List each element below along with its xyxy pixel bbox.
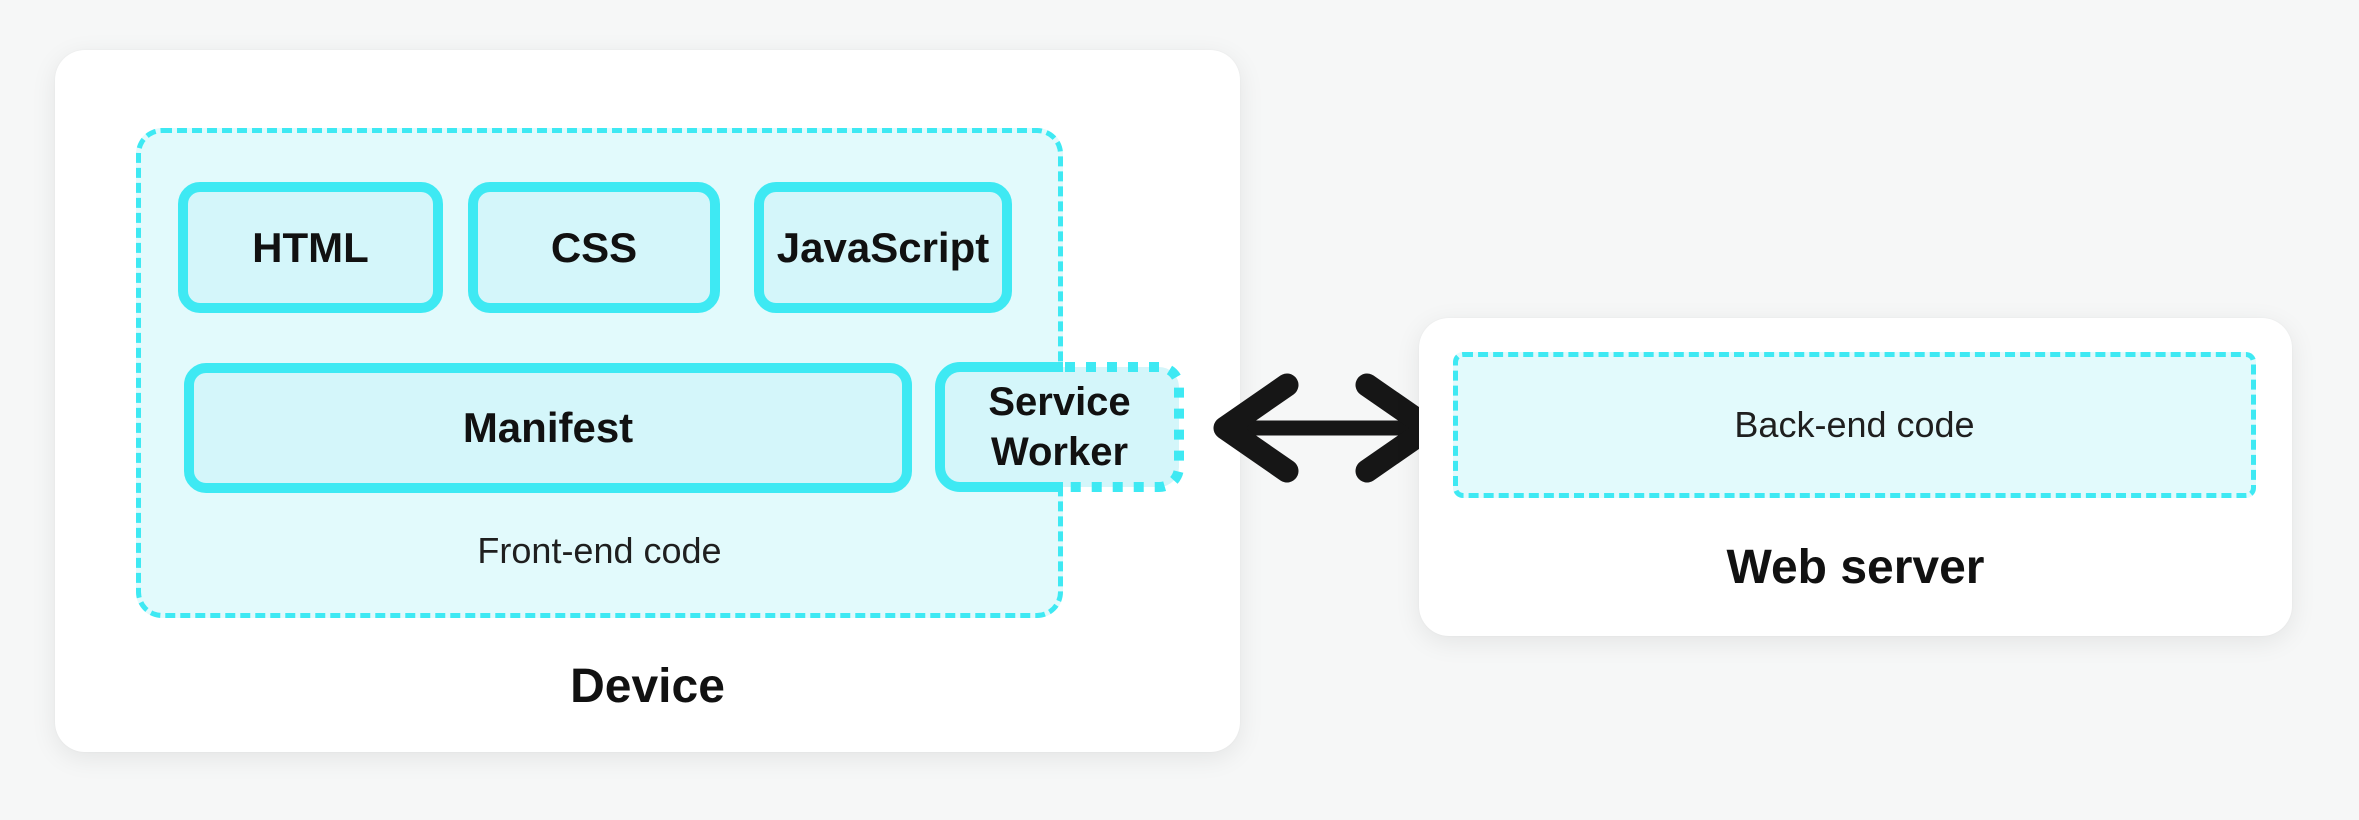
web-server-card: Back-end code Web server [1419, 318, 2292, 636]
frontend-code-container: HTML CSS JavaScript Manifest [136, 128, 1184, 618]
css-box-label: CSS [550, 223, 638, 271]
html-box: HTML [178, 182, 443, 313]
html-box-label: HTML [252, 223, 369, 271]
javascript-box: JavaScript [754, 182, 1012, 313]
web-server-label: Web server [1726, 541, 1985, 594]
service-worker-outline [935, 362, 1184, 492]
service-worker-box: Service Worker [935, 362, 1184, 492]
device-label: Device [570, 660, 725, 713]
manifest-box-label: Manifest [462, 404, 634, 451]
css-box: CSS [468, 182, 720, 313]
backend-code-container: Back-end code [1453, 352, 2256, 498]
service-worker-box-label: Service Worker [988, 380, 1131, 474]
manifest-box: Manifest [184, 363, 912, 493]
frontend-code-label: Front-end code [477, 530, 722, 571]
javascript-box-label: JavaScript [776, 223, 990, 271]
bidirectional-arrow-icon [1213, 373, 1441, 483]
backend-code-label: Back-end code [1734, 404, 1975, 445]
device-card: HTML CSS JavaScript Manifest [55, 50, 1240, 752]
